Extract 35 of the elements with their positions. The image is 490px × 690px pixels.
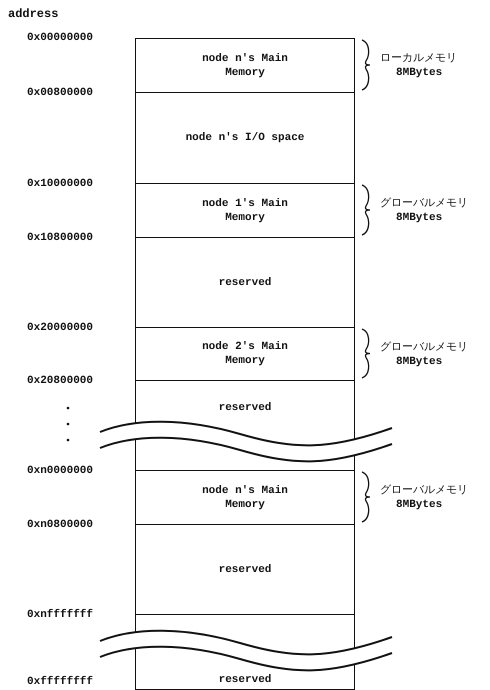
address-label: 0x20800000 [27, 375, 94, 387]
size-annotation: グローバルメモリ [380, 482, 468, 497]
segment-label: node n's Main Memory [201, 52, 289, 80]
segment-label: node n's I/O space [186, 131, 304, 146]
address-label: 0xffffffff [27, 676, 94, 688]
address-label: 0xnfffffff [27, 609, 94, 621]
address-label: 0x20000000 [27, 322, 94, 334]
memory-segment [135, 470, 355, 526]
size-annotation: 8MBytes [396, 499, 442, 511]
size-annotation: 8MBytes [396, 212, 442, 224]
address-label: 0xn0800000 [27, 519, 94, 531]
size-annotation: グローバルメモリ [380, 338, 468, 354]
size-annotation: グローバルメモリ [380, 195, 468, 210]
memory-segment [135, 237, 355, 328]
address-label: 0x00000000 [27, 32, 94, 44]
size-annotation: ローカルメモリ [380, 50, 457, 65]
segment-label: reserved [218, 672, 272, 686]
memory-segment [135, 183, 355, 238]
memory-segment [135, 92, 355, 184]
memory-segment [135, 327, 355, 382]
memory-segment [135, 524, 355, 616]
size-annotation: 8MBytes [396, 356, 442, 368]
address-label: 0x00800000 [27, 87, 94, 99]
segment-label: node 1's Main Memory [201, 196, 289, 225]
axis-heading: address [8, 7, 58, 21]
memory-segment [135, 38, 355, 94]
segment-label: reserved [218, 401, 272, 415]
segment-label: node n's Main Memory [201, 484, 289, 512]
address-label: 0x10800000 [27, 232, 94, 244]
address-label: 0x10000000 [27, 178, 94, 190]
segment-label: node 2's Main Memory [201, 340, 289, 368]
address-label: 0xn0000000 [27, 465, 94, 477]
segment-label: reserved [218, 562, 272, 577]
size-annotation: 8MBytes [396, 67, 442, 79]
segment-label: reserved [218, 276, 272, 290]
